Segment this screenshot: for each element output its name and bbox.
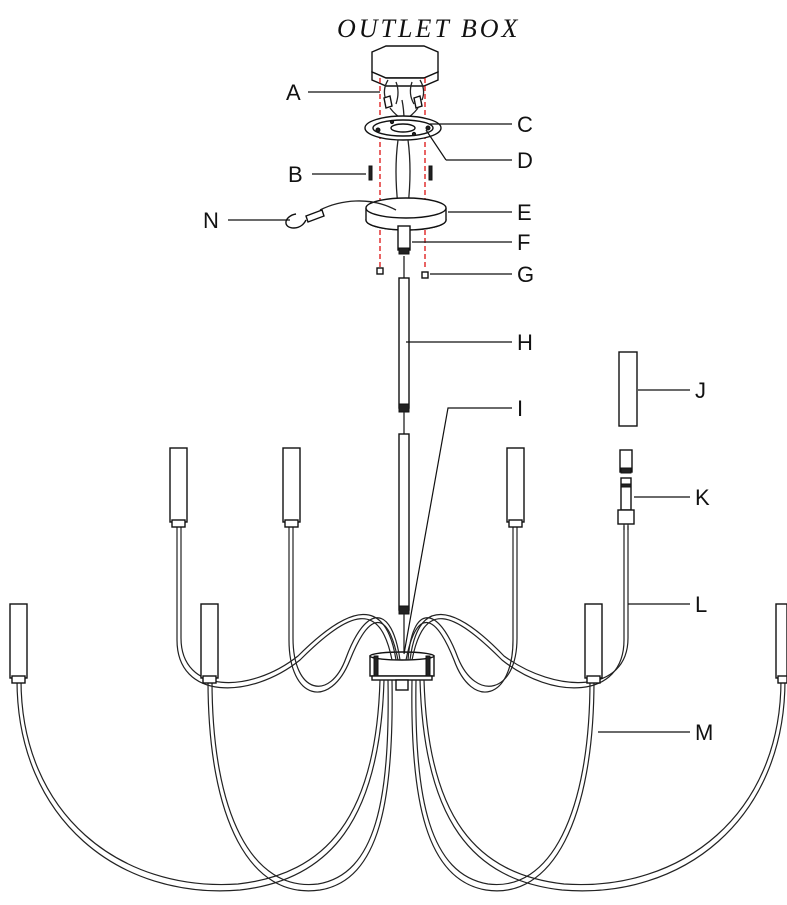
canopy-nut-right — [421, 271, 429, 279]
label-g: G — [517, 262, 534, 287]
outlet-box-title: OUTLET BOX — [337, 14, 520, 43]
downrod-lower — [398, 412, 410, 654]
downrod-upper — [398, 256, 410, 413]
label-l: L — [695, 592, 707, 617]
alignment-guides — [379, 78, 426, 270]
canopy-nut-left — [376, 267, 384, 275]
candle-sleeve-detached — [618, 351, 638, 427]
lamp-socket — [617, 449, 635, 530]
label-e: E — [517, 200, 532, 225]
label-b: B — [288, 162, 303, 187]
leader-lines — [228, 91, 690, 733]
canopy-coupler — [397, 225, 411, 255]
label-n: N — [203, 208, 219, 233]
supply-wires — [395, 139, 411, 207]
mounting-bracket — [364, 115, 447, 161]
label-a: A — [286, 80, 301, 105]
safety-cable — [285, 200, 397, 229]
label-f: F — [517, 230, 530, 255]
canopy — [365, 197, 447, 231]
label-j: J — [695, 378, 706, 403]
central-hub — [369, 651, 435, 691]
label-i: I — [517, 396, 523, 421]
label-m: M — [695, 720, 713, 745]
outlet-box — [371, 45, 439, 105]
label-c: C — [517, 112, 533, 137]
lower-arms — [16, 679, 786, 892]
label-h: H — [517, 330, 533, 355]
upper-arms — [176, 526, 629, 693]
lower-candle-sleeves — [9, 603, 787, 684]
upper-candle-sleeves — [169, 447, 525, 528]
label-d: D — [517, 148, 533, 173]
mounting-screws — [368, 165, 433, 181]
label-k: K — [695, 485, 710, 510]
